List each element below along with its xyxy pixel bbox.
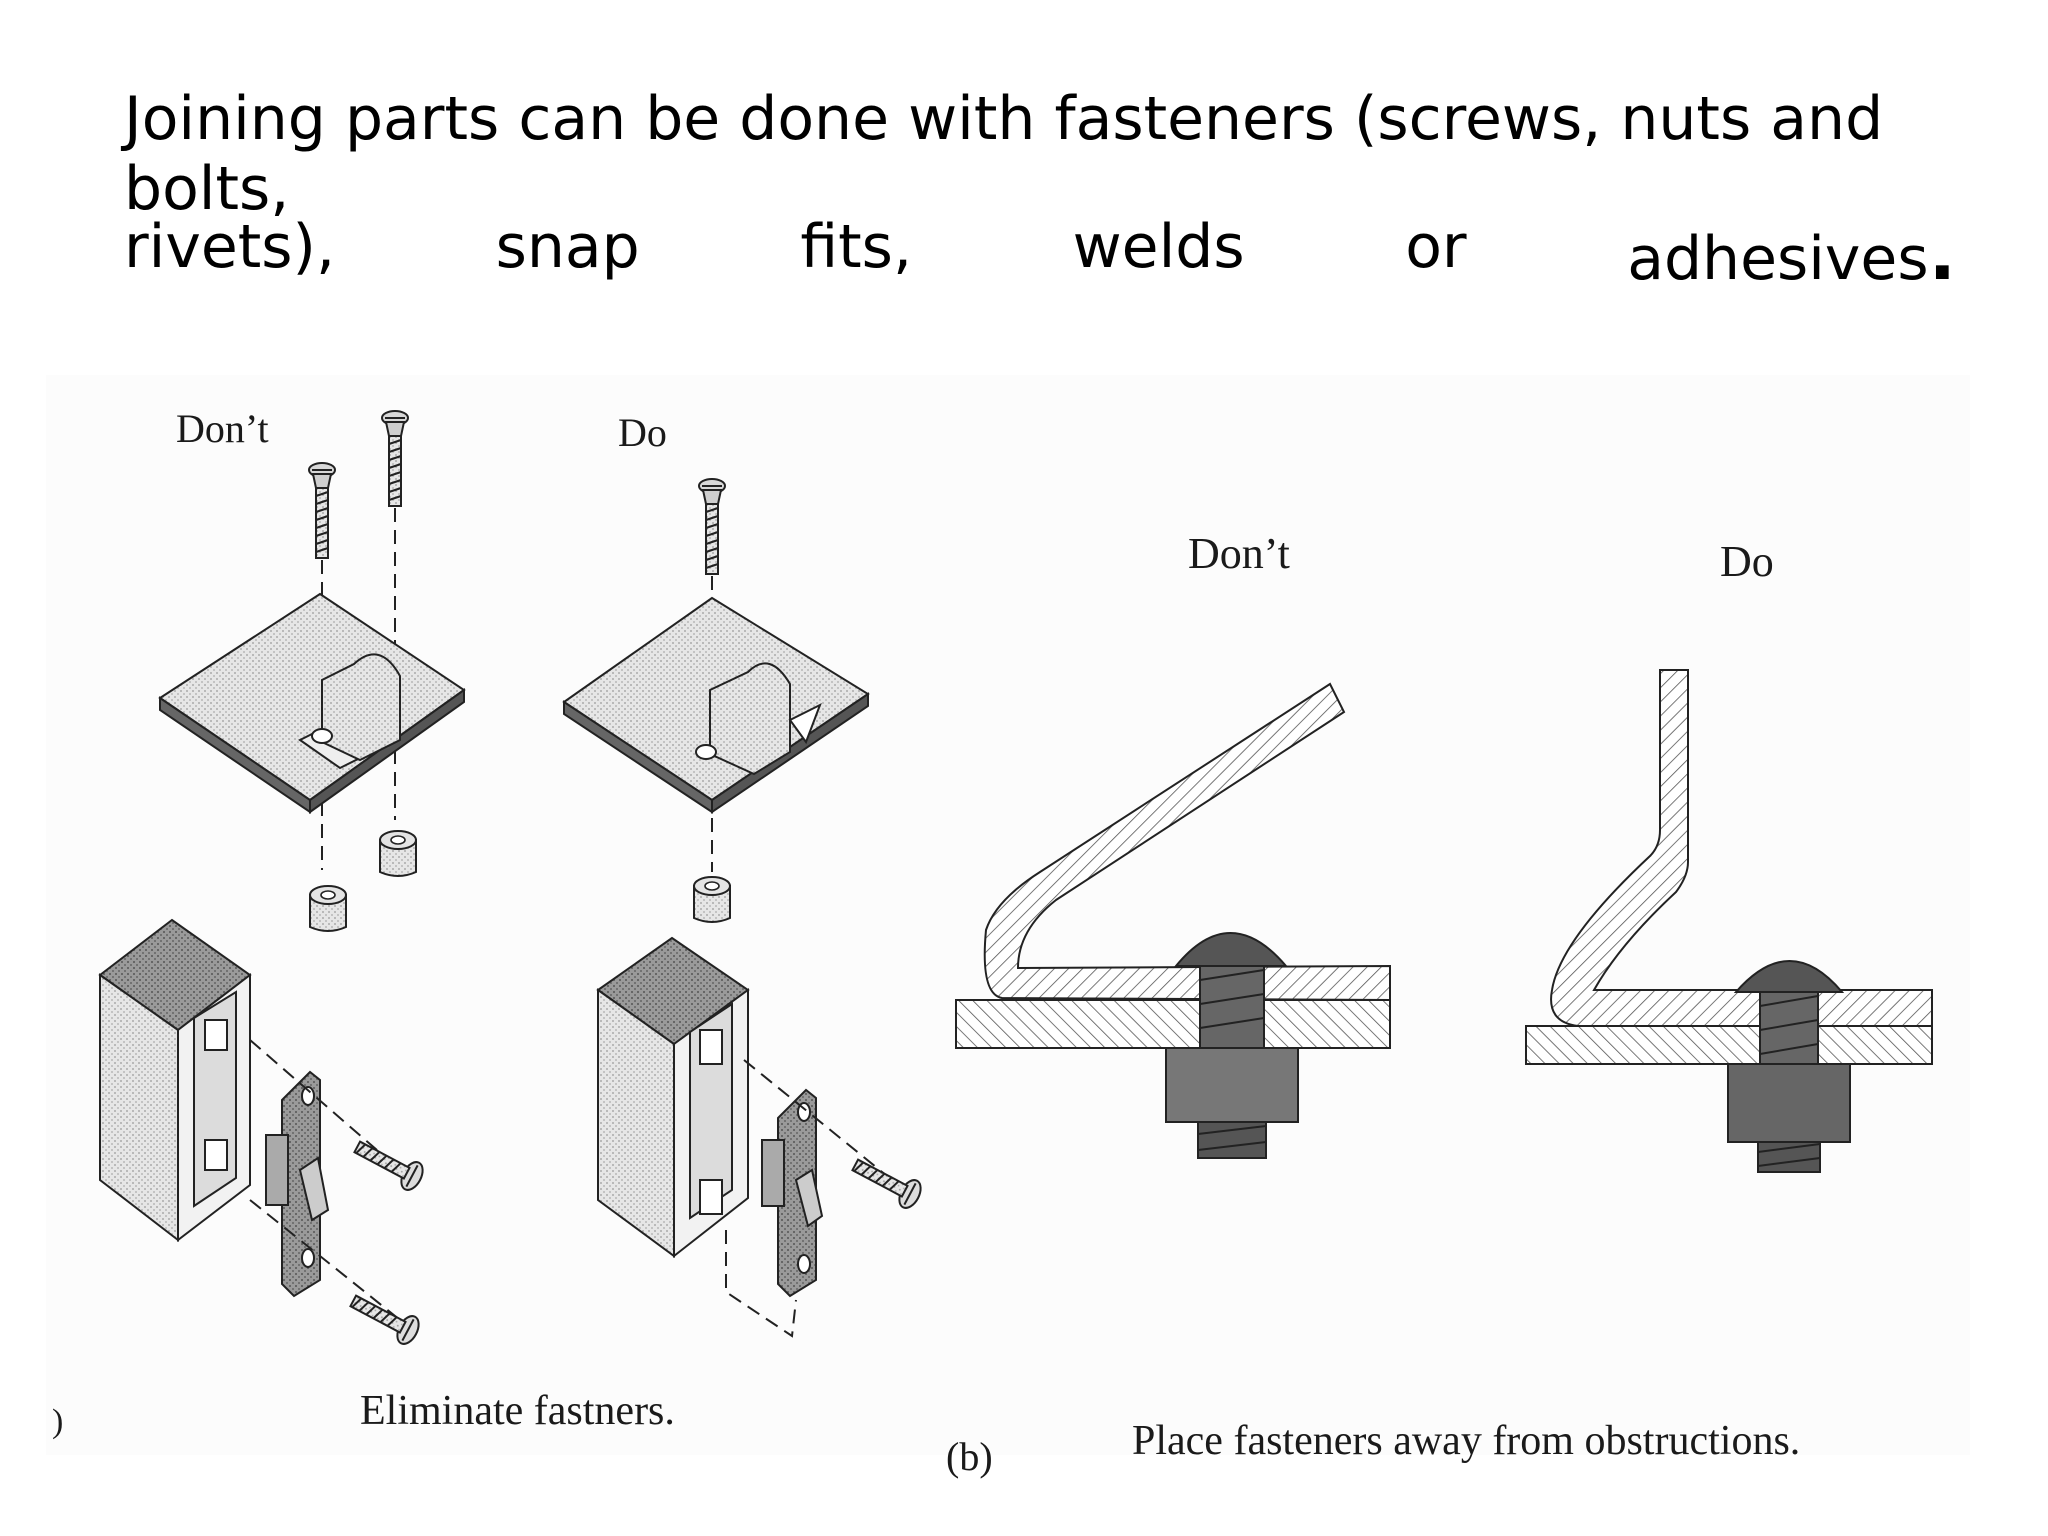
fig-a-dont-plate-assembly <box>158 410 466 932</box>
fig-b-do-label: Do <box>1720 537 1774 586</box>
heading-line-1: Joining parts can be done with fasteners… <box>124 84 1884 224</box>
fig-a-do-plate-assembly <box>562 478 870 923</box>
fig-b-part-label: (b) <box>946 1434 993 1479</box>
screw-icon <box>349 1132 428 1195</box>
screw-icon <box>308 462 336 559</box>
word-rivets: rivets), <box>124 212 336 282</box>
fig-a-dont-box-latch <box>98 918 428 1349</box>
word-snap: snap <box>495 212 640 282</box>
fig-b-caption: Place fasteners away from obstructions. <box>1132 1418 1800 1464</box>
fig-b-do-joint <box>1525 669 1933 1173</box>
nut-icon <box>379 830 417 877</box>
heading-line-2: rivets), snap fits, welds or adhesives. <box>124 212 1956 296</box>
period: . <box>1928 212 1956 296</box>
fig-b-dont-joint <box>955 682 1391 1159</box>
screw-icon <box>847 1150 926 1213</box>
word-welds: welds <box>1072 212 1245 282</box>
fig-a-do-label: Do <box>618 410 667 455</box>
screw-icon <box>381 410 409 507</box>
screw-icon <box>698 478 726 575</box>
fig-a-fragment-mark: ) <box>52 1403 63 1440</box>
nut-icon <box>309 885 347 932</box>
fig-a-caption: Eliminate fastners. <box>360 1388 675 1434</box>
fig-a-dont-label: Don’t <box>176 406 269 451</box>
word-adhesives: adhesives. <box>1627 212 1956 296</box>
nut-icon <box>693 876 731 923</box>
word-or: or <box>1405 212 1467 282</box>
fig-b-dont-label: Don’t <box>1188 529 1290 578</box>
word-fits: fits, <box>800 212 913 282</box>
screw-icon <box>345 1286 424 1349</box>
fig-a-do-box-latch <box>596 936 926 1338</box>
